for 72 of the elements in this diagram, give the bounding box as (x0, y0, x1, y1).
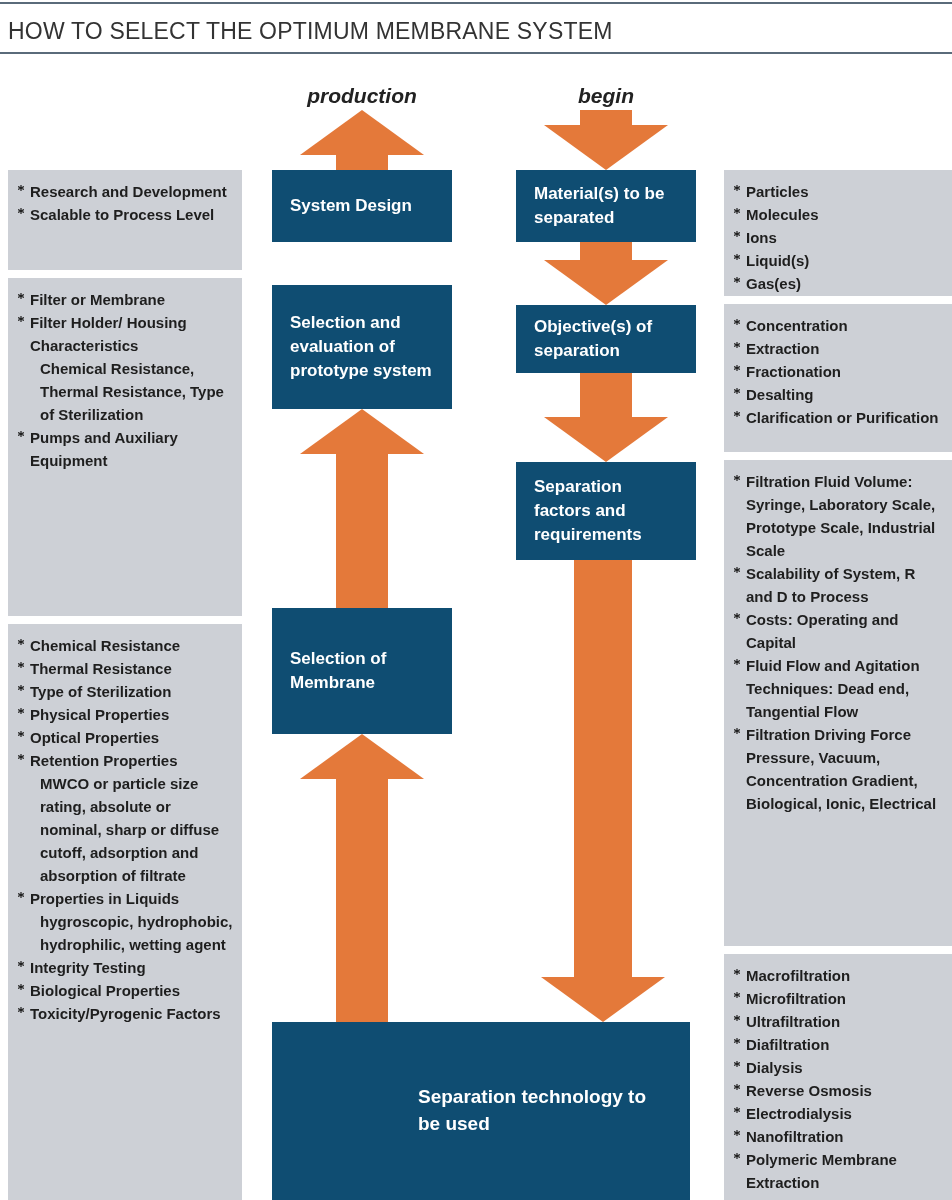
list-item: Filter or Membrane (30, 290, 166, 310)
arrow (541, 560, 665, 1022)
arrow (544, 110, 668, 170)
list-item: Fractionation (746, 362, 841, 382)
process-box (272, 170, 452, 242)
list-item: Research and Development (30, 182, 227, 202)
process-box (516, 305, 696, 373)
process-box (516, 170, 696, 242)
list-item: Properties in Liquids (30, 889, 180, 909)
list-item: Type of Sterilization (30, 682, 172, 702)
info-panel (8, 170, 242, 270)
arrow (300, 110, 424, 170)
list-item: Ultrafiltration (746, 1012, 841, 1032)
list-item: Molecules (746, 205, 819, 225)
list-item: Fluid Flow and Agitation Techniques: Dead end, Tangential Flow (746, 656, 921, 722)
box-text: System Design (290, 195, 413, 218)
arrow (544, 373, 668, 462)
list-item: Desalting (746, 385, 814, 405)
list-item: MWCO or particle size rating, absolute or nominal, sharp or diffuse cutoff, adsorption and absorption of filtrate (40, 774, 221, 886)
list-item: Scalable to Process Level (30, 205, 215, 225)
list-item: Optical Properties (30, 728, 160, 748)
list-item: Liquid(s) (746, 251, 810, 271)
list-item: Particles (746, 182, 809, 202)
list-item: Filtration Fluid Volume: Syringe, Laboratory Scale, Prototype Scale, Industrial Scale (746, 472, 937, 561)
box-text: Selection and evaluation of prototype system (290, 312, 433, 382)
list-item: Polymeric Membrane Extraction (746, 1150, 898, 1193)
list-item: Diafiltration (746, 1035, 830, 1055)
list-item: Extraction (746, 339, 820, 359)
list-item: Toxicity/Pyrogenic Factors (30, 1004, 221, 1024)
list-item: Retention Properties (30, 751, 178, 771)
list-item: Reverse Osmosis (746, 1081, 872, 1101)
list-item: Electrodialysis (746, 1104, 852, 1124)
list-item: Scalability of System, R and D to Process (746, 564, 917, 607)
info-panel (8, 624, 242, 1200)
list-item: Costs: Operating and Capital (746, 610, 900, 653)
list-item: Thermal Resistance (30, 659, 172, 679)
list-item: Chemical Resistance, Thermal Resistance, Type of Sterilization (40, 359, 225, 425)
box-text: Separation technology to be used (418, 1085, 648, 1136)
arrow (300, 409, 424, 608)
process-box (516, 462, 696, 560)
list-item: Biological Properties (30, 981, 181, 1001)
process-box (272, 1022, 690, 1200)
list-item: Concentration (746, 316, 848, 336)
arrow (544, 242, 668, 305)
box-text: Separation factors and requirements (534, 476, 643, 546)
flow-label: begin (578, 84, 634, 108)
list-item: Microfiltration (746, 989, 846, 1009)
list-item: Physical Properties (30, 705, 170, 725)
info-panel (724, 460, 952, 946)
info-panel (724, 304, 952, 452)
info-panel (724, 170, 952, 296)
box-text: Material(s) to be separated (534, 183, 666, 229)
list-item: hygroscopic, hydrophobic, hydrophilic, wetting agent (40, 912, 234, 955)
list-item: Macrofiltration (746, 966, 851, 986)
info-panel (724, 954, 952, 1200)
process-box (272, 285, 452, 409)
process-box (272, 608, 452, 734)
list-item: Nanofiltration (746, 1127, 844, 1147)
info-panel (8, 278, 242, 616)
list-item: Gas(es) (746, 274, 802, 294)
list-item: Pumps and Auxiliary Equipment (30, 428, 179, 471)
list-item: Filter Holder/ Housing Characteristics (30, 313, 188, 356)
list-item: Ions (746, 228, 777, 248)
title: HOW TO SELECT THE OPTIMUM MEMBRANE SYSTEM (8, 18, 613, 45)
list-item: Filtration Driving Force Pressure, Vacuum, Concentration Gradient, Biological, Ionic, Electrical (746, 725, 938, 814)
list-item: Integrity Testing (30, 958, 146, 978)
box-text: Objective(s) of separation (534, 316, 654, 362)
list-item: Chemical Resistance (30, 636, 181, 656)
list-item: Dialysis (746, 1058, 803, 1078)
list-item: Clarification or Purification (746, 408, 939, 428)
box-text: Selection of Membrane (290, 648, 388, 694)
flow-label: production (307, 84, 417, 108)
